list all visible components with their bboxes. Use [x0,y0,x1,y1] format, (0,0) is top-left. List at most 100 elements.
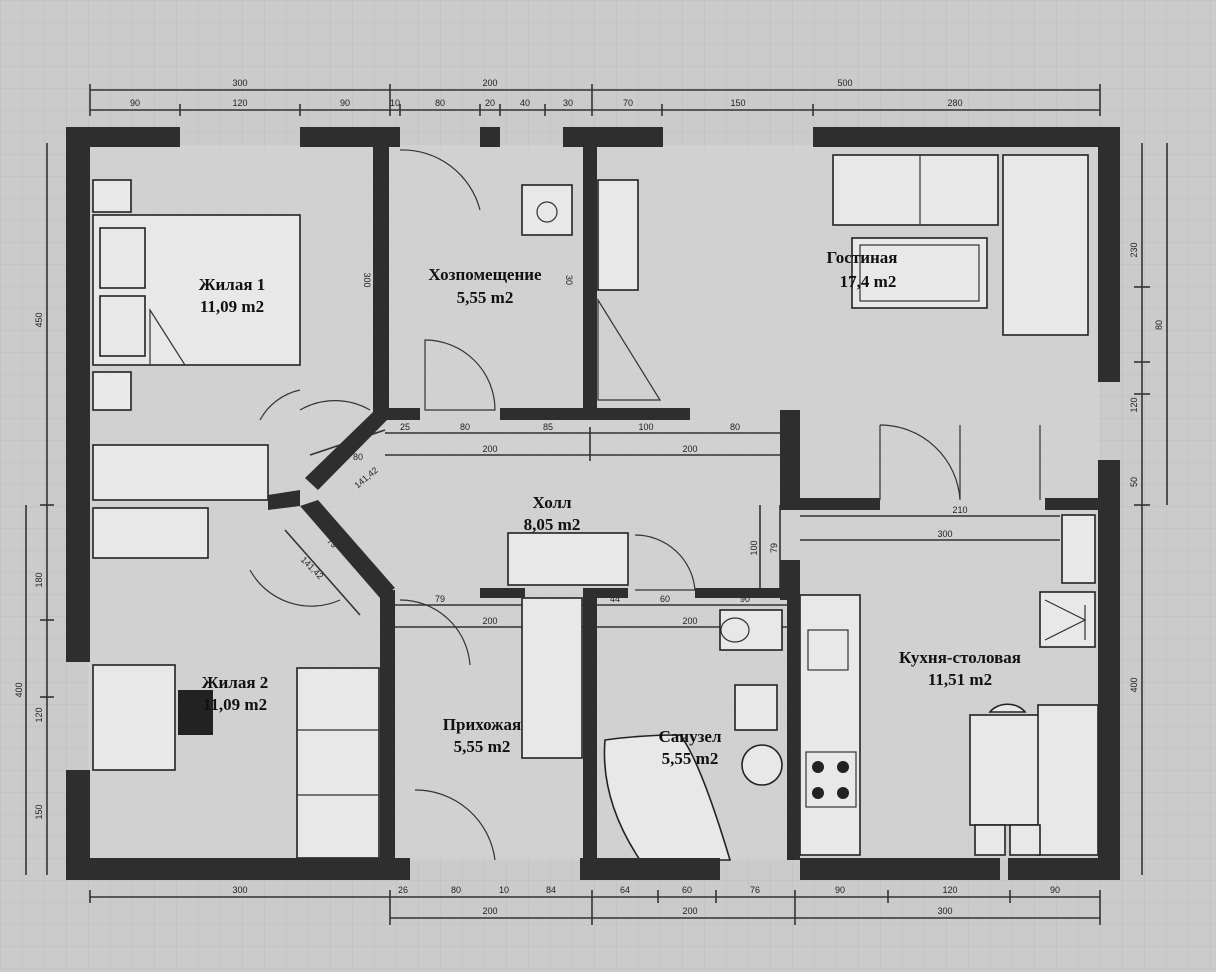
dim-label: 10 [390,98,400,108]
dim-label: 120 [232,98,247,108]
dim-label: 84 [546,885,556,895]
water-heater [597,179,639,291]
bed-blanket [149,307,187,366]
dim-label: 200 [482,78,497,88]
dim-label: 80 [460,422,470,432]
walls [66,127,1120,880]
dim-label: 90 [740,594,750,604]
sofa [832,154,999,226]
dim-label: 79 [769,543,779,553]
dim-label: 90 [835,885,845,895]
wardrobe [92,444,269,501]
room-area-lounge: 17,4 m2 [840,272,897,291]
dim-label: 300 [937,529,952,539]
chair [988,703,1027,713]
dim-label: 80 [435,98,445,108]
chair [178,690,213,735]
dim-label: 120 [34,707,44,722]
bathtub [603,734,732,861]
boiler [521,184,573,236]
coffee-table [851,237,988,309]
wardrobe [92,507,209,559]
dim-label: 500 [837,78,852,88]
dim-label: 44 [610,594,620,604]
room-name-lounge: Гостиная [826,248,897,267]
stove [805,751,857,808]
bench [1037,704,1099,856]
dim-label: 60 [660,594,670,604]
door-swing [249,569,341,607]
shoe-rack [521,597,583,759]
dim-label: 200 [482,616,497,626]
wardrobe-doors [879,424,1041,501]
dim-label: 450 [34,312,44,327]
dim-label: 180 [34,572,44,587]
pillow [99,295,146,357]
room-area-utility: 5,55 m2 [457,288,514,307]
kitchen-sink [807,629,849,671]
room-name-utility: Хозпомещение [428,265,542,284]
room-name-living1: Жилая 1 [199,275,266,294]
dim-label: 60 [682,885,692,895]
dimension-lines [25,84,1168,925]
dim-label: 80 [451,885,461,895]
dim-label: 25 [400,422,410,432]
room-name-living2: Жилая 2 [202,673,269,692]
dim-label: 85 [543,422,553,432]
dim-label: 200 [482,906,497,916]
door-swing [259,389,371,421]
hall-cabinet [507,532,629,586]
dim-label: 100 [749,540,759,555]
dim-label: 280 [947,98,962,108]
dim-label: 400 [14,682,24,697]
dim-label: 50 [1129,477,1139,487]
dim-label: 400 [1129,677,1139,692]
dim-label: 10 [499,885,509,895]
dim-label: 70 [623,98,633,108]
furniture [92,149,1099,861]
front-door-swing [414,789,496,861]
dim-label: 200 [682,616,697,626]
sink [734,684,778,731]
room-name-entrance: Прихожая [443,715,521,734]
boiler-burner [536,201,558,223]
room-name-hall: Холл [532,493,572,512]
room-area-kitchen: 11,51 m2 [928,670,992,689]
dim-label: 300 [937,906,952,916]
nightstand [92,179,132,213]
chair [1009,824,1041,856]
dim-label: 210 [952,505,967,515]
dim-label: 40 [520,98,530,108]
room-area-living2: 11,09 m2 [203,695,267,714]
kitchen-counter [799,594,861,856]
dim-label: 300 [232,885,247,895]
room-labels: Жилая 1 11,09 m2 Хозпомещение 5,55 m2 Го… [199,248,1021,768]
dim-label: 200 [682,444,697,454]
pillow [99,227,146,289]
dim-label: 90 [340,98,350,108]
cabinet [1061,514,1096,584]
door-swing [424,339,496,411]
dim-label: 30 [564,275,574,285]
shower-tray [597,297,662,401]
dim-label: 150 [34,804,44,819]
room-name-bathroom: Санузел [659,727,722,746]
dim-label: 120 [1129,397,1139,412]
dim-label: 64 [620,885,630,895]
room-area-entrance: 5,55 m2 [454,737,511,756]
nightstand [92,371,132,411]
dim-label: 230 [1129,242,1139,257]
dim-label: 20 [485,98,495,108]
dim-label: 300 [232,78,247,88]
dim-label: 26 [398,885,408,895]
dim-label: 200 [482,444,497,454]
dim-label: 80 [730,422,740,432]
dim-label: 80 [1154,320,1164,330]
dim-label: 100 [638,422,653,432]
sofa-corner [1002,154,1089,336]
dim-label: 30 [563,98,573,108]
dim-label: 90 [130,98,140,108]
room-name-kitchen: Кухня-столовая [899,648,1021,667]
dim-label: 150 [730,98,745,108]
